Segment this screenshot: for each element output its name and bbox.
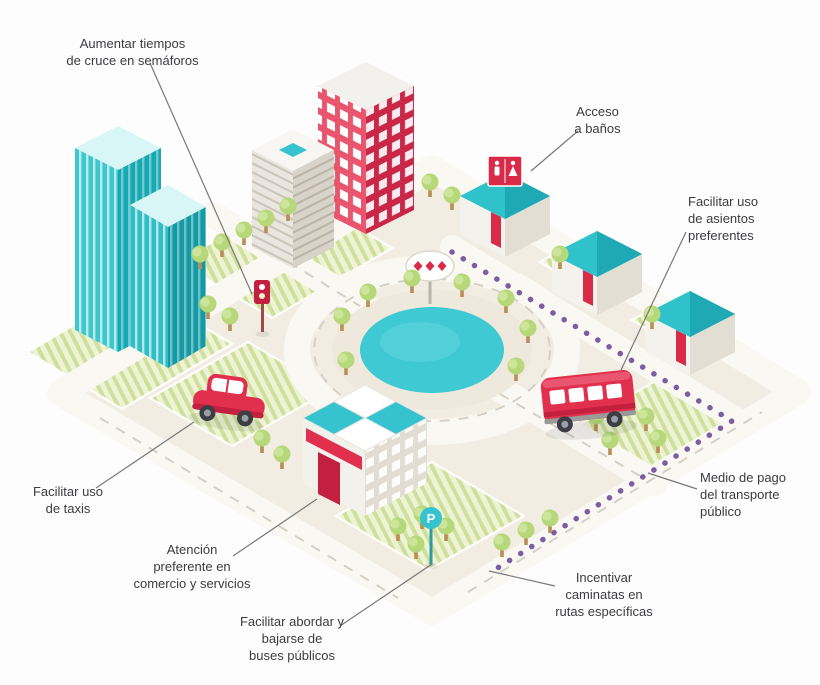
store-awning	[306, 428, 362, 470]
label-traffic-light-crossing: Aumentar tiempos de cruce en semáforos	[66, 36, 199, 68]
leader-taxis	[95, 421, 195, 489]
leader-asientos	[620, 231, 687, 371]
office-building	[252, 129, 334, 268]
restroom-building	[460, 155, 550, 257]
leader-lines	[95, 62, 698, 627]
leader-buses	[339, 563, 433, 627]
leader-comercio	[232, 498, 318, 557]
leader-banos	[530, 130, 579, 172]
label-priority-seats: Facilitar uso de asientos preferentes	[688, 194, 759, 243]
label-taxi-use: Facilitar uso de taxis	[32, 484, 104, 516]
walking-route-dots	[449, 249, 738, 577]
teal-tower-short	[130, 185, 206, 368]
restroom-sign-icon	[487, 155, 523, 187]
store-building	[301, 384, 429, 516]
traffic-light-icon	[254, 280, 270, 337]
store-door	[318, 452, 340, 505]
bus	[540, 369, 638, 440]
label-priority-service: Atención preferente en comercio y servic…	[133, 542, 251, 591]
bus-stop-sign-letter: P	[427, 511, 436, 526]
house	[552, 231, 642, 315]
leader-semaforos	[149, 62, 253, 295]
pond-highlight	[380, 322, 460, 362]
leader-caminatas	[488, 570, 556, 587]
label-bus-boarding: Facilitar abordar y bajarse de buses púb…	[239, 614, 345, 663]
label-walking-routes: Incentivar caminatas en rutas específica…	[555, 570, 653, 619]
house	[645, 291, 735, 375]
label-transport-payment: Medio de pago del transporte público	[700, 470, 787, 519]
leader-pago	[647, 472, 698, 490]
label-restroom-access: Acceso a baños	[574, 104, 621, 136]
taxi-car	[188, 373, 265, 432]
